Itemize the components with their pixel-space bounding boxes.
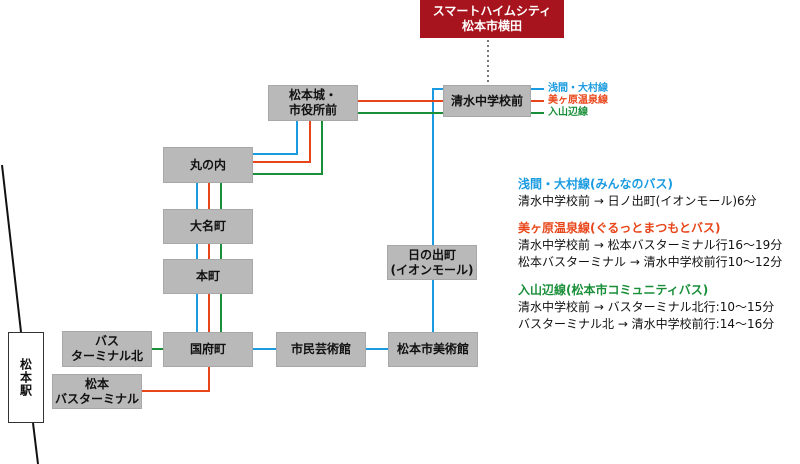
stop-label: 松本市美術館	[396, 342, 469, 356]
stop-shimizu: 清水中学校前	[443, 85, 531, 117]
stop-label: 国府町	[189, 342, 226, 356]
route-iriyamabe-matsumotojo-marunouchi	[253, 121, 323, 175]
station-label: 松本駅	[18, 358, 33, 397]
info-title: 浅間・大村線(みんなのバス)	[518, 177, 673, 191]
legend-label: 浅間・大村線	[548, 83, 608, 94]
info-row: 清水中学校前 → バスターミナル北行:10〜15分	[518, 300, 775, 314]
stop-hinodemachi: 日の出町 (イオンモール)	[387, 245, 477, 280]
info-utsukushigahara: 美ヶ原温泉線(ぐるっとまつもとバス) 清水中学校前 → 松本バスターミナル行16…	[518, 220, 782, 271]
stop-bijutsukan: 松本市美術館	[388, 332, 478, 367]
rail-line-top	[1, 164, 22, 333]
info-title: 入山辺線(松本市コミュニティバス)	[518, 283, 709, 297]
stop-matsumoto-bus-terminal: 松本 バスターミナル	[52, 374, 142, 409]
stop-kofumachi: 国府町	[163, 332, 253, 367]
stop-label: 清水中学校前	[450, 93, 523, 108]
stop-label: 本町	[195, 269, 220, 283]
legend-label: 入山辺線	[548, 107, 588, 118]
stop-label: 松本	[84, 376, 109, 391]
destination-box: スマートハイムシティ 松本市横田	[420, 0, 564, 38]
stop-marunouchi: 丸の内	[163, 147, 253, 183]
stop-label: 日の出町	[407, 247, 456, 262]
info-row: 清水中学校前 → 松本バスターミナル行16〜19分	[518, 238, 783, 252]
stop-label: 丸の内	[189, 157, 226, 172]
legend-iriyamabe: 入山辺線	[548, 107, 588, 119]
info-asama: 浅間・大村線(みんなのバス) 清水中学校前 → 日ノ出町(イオンモール)6分	[518, 176, 757, 210]
info-row: 清水中学校前 → 日ノ出町(イオンモール)6分	[518, 194, 757, 208]
rail-line-bottom	[32, 422, 39, 464]
stop-label: 松本城・	[288, 88, 337, 102]
stop-label: ターミナル北	[70, 349, 143, 363]
info-iriyamabe: 入山辺線(松本市コミュニティバス) 清水中学校前 → バスターミナル北行:10〜…	[518, 282, 774, 333]
legend-asama: 浅間・大村線	[548, 83, 608, 95]
info-title: 美ヶ原温泉線(ぐるっとまつもとバス)	[518, 221, 721, 235]
route-asama-matsumotojo-marunouchi	[253, 121, 298, 155]
stop-label: バスターミナル	[54, 391, 139, 406]
stop-label: (イオンモール)	[390, 262, 474, 277]
route-utsukushigahara-kofu-bt	[142, 367, 210, 392]
info-row: 松本バスターミナル → 清水中学校前行10〜12分	[518, 255, 783, 269]
stop-label: バス	[94, 334, 119, 348]
legend-utsukushigahara: 美ヶ原温泉線	[548, 95, 608, 107]
destination-name: スマートハイムシティ	[432, 4, 552, 18]
stop-bus-terminal-north: バス ターミナル北	[62, 331, 152, 367]
stop-honmachi: 本町	[163, 259, 253, 294]
destination-area: 松本市横田	[461, 19, 522, 33]
stop-matsumotojo: 松本城・ 市役所前	[268, 85, 358, 121]
stop-daimyocho: 大名町	[163, 209, 253, 244]
route-utsukushigahara-matsumotojo-marunouchi	[253, 121, 311, 163]
stop-shimin-geijutsukan: 市民芸術館	[276, 332, 366, 367]
matsumoto-station: 松本駅	[8, 332, 44, 423]
route-asama-shimizu-west	[432, 88, 443, 245]
stop-label: 市民芸術館	[290, 342, 351, 356]
stop-label: 大名町	[189, 219, 226, 233]
info-row: バスターミナル北 → 清水中学校前行:14〜16分	[518, 317, 775, 331]
stop-label: 市役所前	[288, 103, 337, 117]
legend-label: 美ヶ原温泉線	[548, 95, 608, 106]
